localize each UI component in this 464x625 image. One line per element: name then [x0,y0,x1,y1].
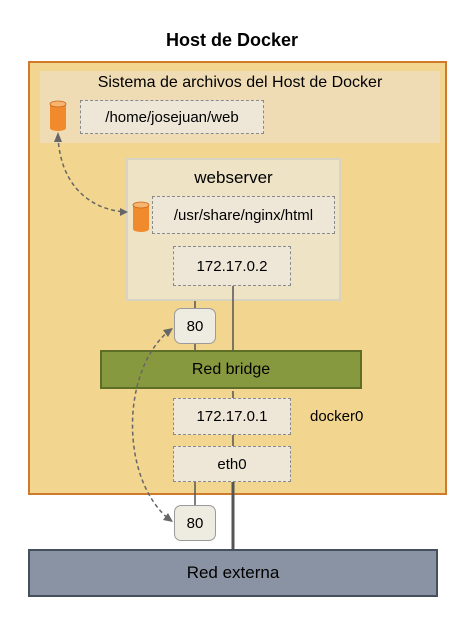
container-port-box: 80 [174,308,216,344]
host-port-box: 80 [174,505,216,541]
port-mapping-arrow [131,329,171,521]
port-arrowhead-bottom [163,513,173,522]
external-network-box: Red externa [28,549,438,597]
bridge-ip-box: 172.17.0.1 [173,398,291,435]
eth0-box: eth0 [173,446,291,482]
port-arrowhead-top [163,328,173,337]
volume-arrowhead-right [120,208,128,216]
docker0-label: docker0 [310,408,364,425]
container-storage-icon [132,201,150,232]
host-filesystem-label: Sistema de archivos del Host de Docker [97,74,383,91]
container-ip-box: 172.17.0.2 [173,246,291,286]
host-path-box: /home/josejuan/web [80,100,264,134]
webserver-label: webserver [194,168,273,187]
volume-mount-arrow [57,135,127,213]
host-storage-icon [49,100,67,131]
bridge-network-box: Red bridge [100,350,362,389]
volume-arrowhead-top [54,132,62,142]
diagram-title: Host de Docker [165,30,299,50]
container-path-box: /usr/share/nginx/html [152,196,335,234]
